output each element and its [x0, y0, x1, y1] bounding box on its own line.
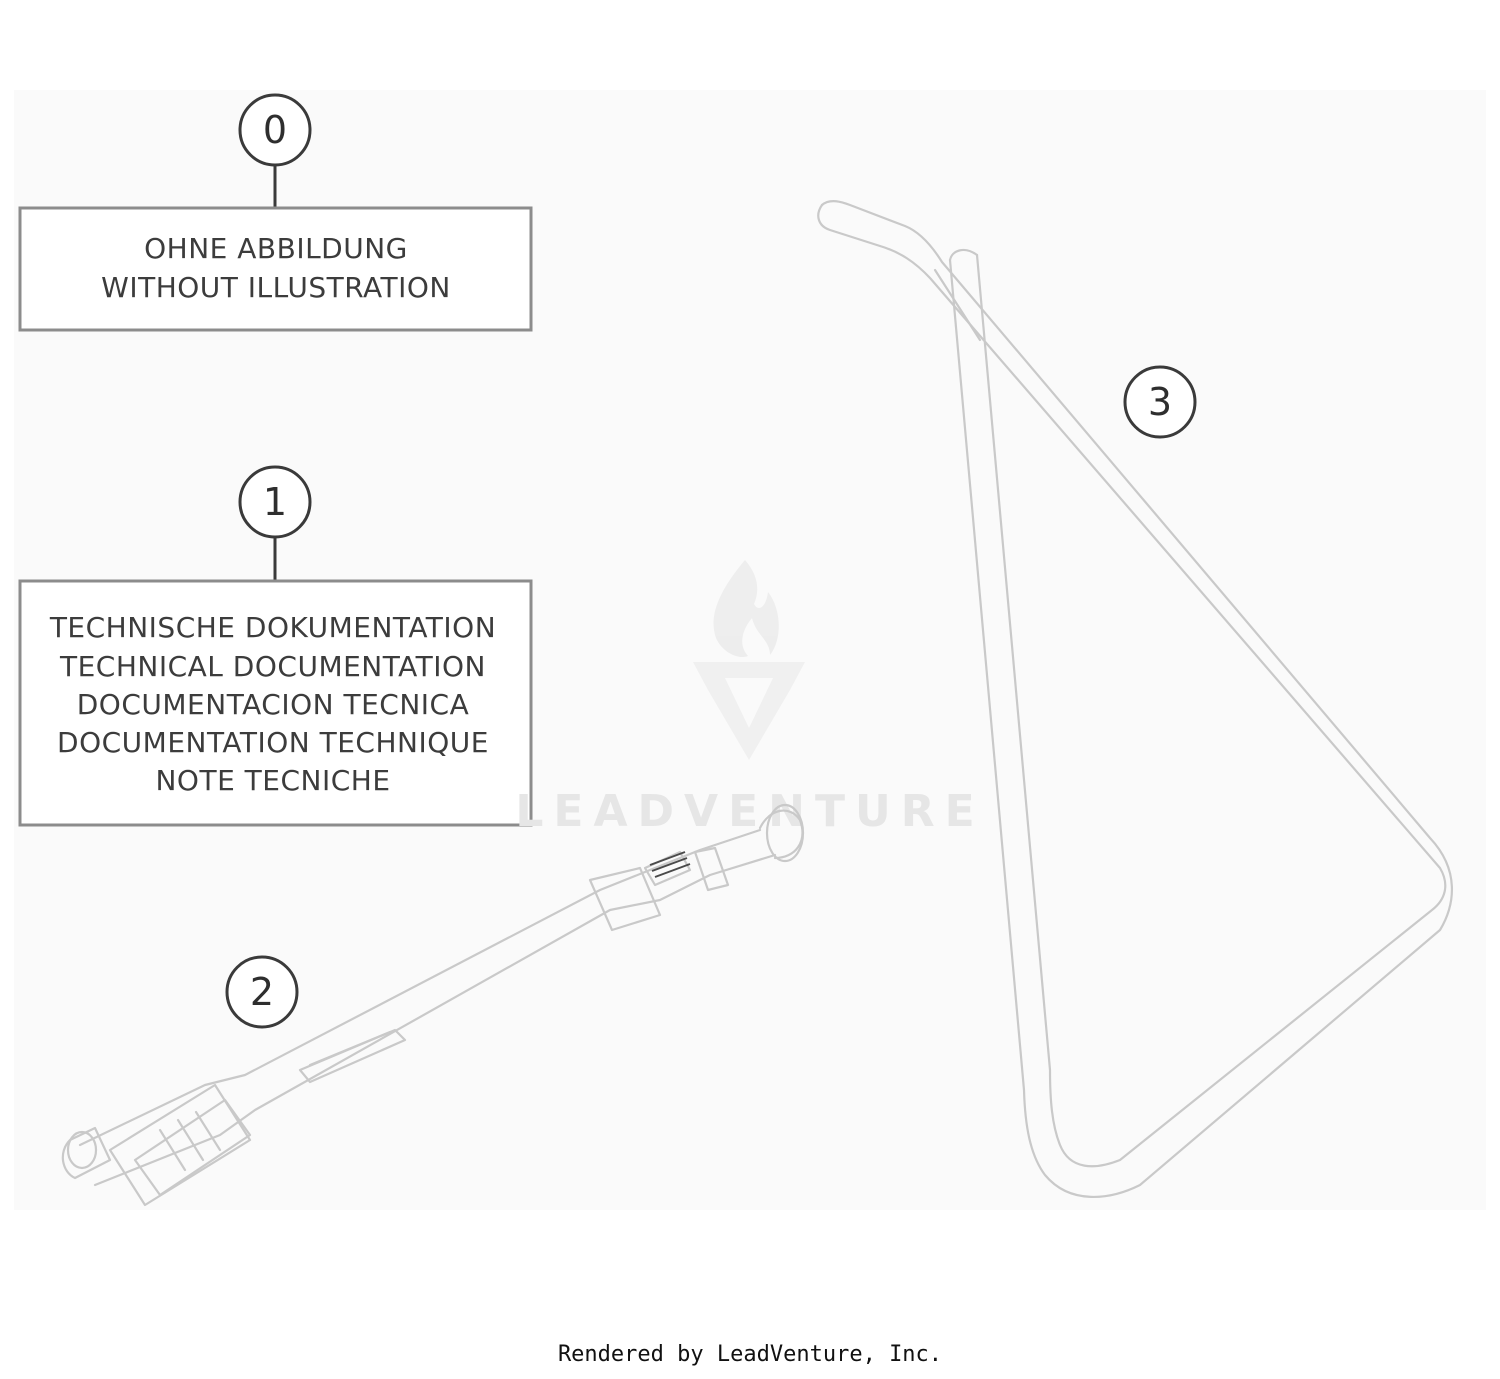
callout-label-2: 2: [250, 970, 274, 1014]
footer-credit: Rendered by LeadVenture, Inc.: [557, 1342, 943, 1367]
callout-circle-2[interactable]: [225, 955, 299, 1029]
callout-circle-1[interactable]: [238, 465, 312, 539]
callout-circle-3[interactable]: [1123, 365, 1197, 439]
part-3-side-stand[interactable]: [817, 200, 1454, 1199]
callout-label-1: 1: [263, 480, 287, 524]
part-2-pump[interactable]: [61, 803, 805, 1207]
box1-line-5: NOTE TECNICHE: [155, 764, 390, 797]
callout-label-0: 0: [263, 108, 287, 152]
box1-line-3: DOCUMENTACION TECNICA: [77, 688, 469, 721]
label-box-0: [18, 206, 533, 332]
box0-line-2: WITHOUT ILLUSTRATION: [101, 271, 451, 304]
box0-line-1: OHNE ABBILDUNG: [144, 232, 408, 265]
label-box-1: [18, 579, 533, 827]
box1-line-2: TECHNICAL DOCUMENTATION: [59, 650, 486, 683]
watermark-text: LEADVENTURE: [515, 786, 984, 837]
box1-line-4: DOCUMENTATION TECHNIQUE: [57, 726, 489, 759]
callout-label-3: 3: [1148, 380, 1172, 424]
box1-line-1: TECHNISCHE DOKUMENTATION: [49, 611, 496, 644]
callout-circle-0[interactable]: [238, 93, 312, 167]
watermark-logo: [693, 560, 805, 760]
